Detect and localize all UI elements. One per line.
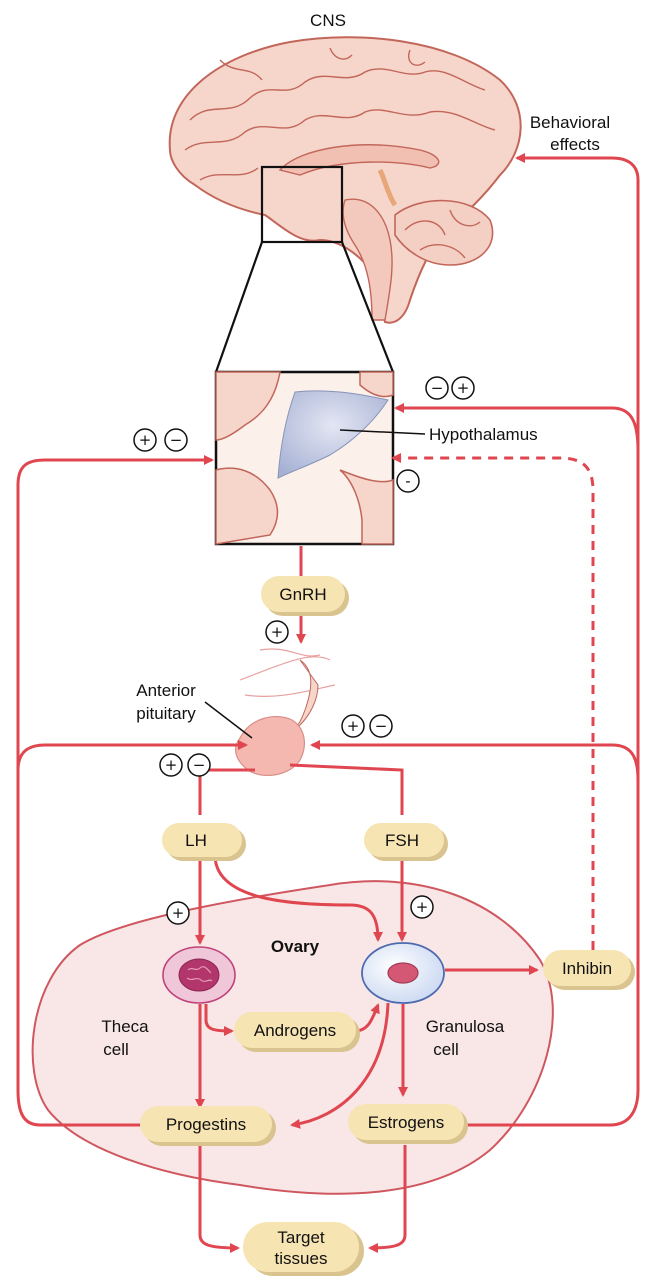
- theca-cell: [163, 947, 235, 1003]
- brain-illustration: [170, 37, 521, 372]
- granulosa-label-line2: cell: [433, 1040, 459, 1059]
- gnrh-pill: GnRH: [261, 576, 349, 616]
- inhibin-label: Inhibin: [562, 959, 612, 978]
- progestins-label: Progestins: [166, 1115, 246, 1134]
- fsh-pill: FSH: [364, 823, 448, 861]
- progestins-to-hypothalamus: [18, 460, 212, 800]
- theca-label-line2: cell: [103, 1040, 129, 1059]
- plus-sign: +: [347, 717, 360, 735]
- fsh-label: FSH: [385, 831, 419, 850]
- behavioral-label-line2: effects: [550, 135, 600, 154]
- pituitary-to-lh: [200, 770, 255, 815]
- anterior-pituitary-label-line2: pituitary: [136, 704, 196, 723]
- progestins-pill: Progestins: [140, 1106, 276, 1146]
- plus-sign: +: [165, 756, 178, 774]
- estrogens-pill: Estrogens: [348, 1104, 468, 1144]
- estrogens-label: Estrogens: [368, 1113, 445, 1132]
- ovary-label: Ovary: [271, 937, 320, 956]
- minus-sign-inhibin: -: [405, 472, 410, 490]
- anterior-pituitary-label-line1: Anterior: [136, 681, 196, 700]
- estrogens-to-pituitary: [312, 745, 638, 780]
- minus-sign: −: [193, 756, 206, 774]
- theca-label-line1: Theca: [101, 1017, 149, 1036]
- gnrh-label: GnRH: [279, 585, 326, 604]
- androgens-pill: Androgens: [234, 1012, 360, 1052]
- minus-sign: −: [170, 431, 183, 449]
- minus-sign: −: [431, 379, 444, 397]
- granulosa-cell: [362, 943, 444, 1003]
- target-tissues-pill: Target tissues: [243, 1222, 364, 1276]
- plus-sign: +: [271, 623, 284, 641]
- plus-sign: +: [457, 379, 470, 397]
- androgens-label: Androgens: [254, 1021, 336, 1040]
- behavioral-label-line1: Behavioral: [530, 113, 610, 132]
- plus-sign: +: [139, 431, 152, 449]
- pituitary-to-fsh: [290, 765, 402, 815]
- plus-sign: +: [416, 898, 429, 916]
- lh-pill: LH: [162, 823, 246, 861]
- hypothalamus-label: Hypothalamus: [429, 425, 538, 444]
- cns-label: CNS: [310, 11, 346, 30]
- lh-label: LH: [185, 831, 207, 850]
- plus-sign: +: [172, 904, 185, 922]
- target-label-line2: tissues: [275, 1249, 328, 1268]
- inhibin-pill: Inhibin: [543, 950, 635, 990]
- inhibin-feedback: [393, 458, 593, 950]
- granulosa-label-line1: Granulosa: [426, 1017, 505, 1036]
- target-label-line1: Target: [277, 1228, 325, 1247]
- minus-sign: −: [375, 717, 388, 735]
- pituitary-illustration: [205, 649, 335, 775]
